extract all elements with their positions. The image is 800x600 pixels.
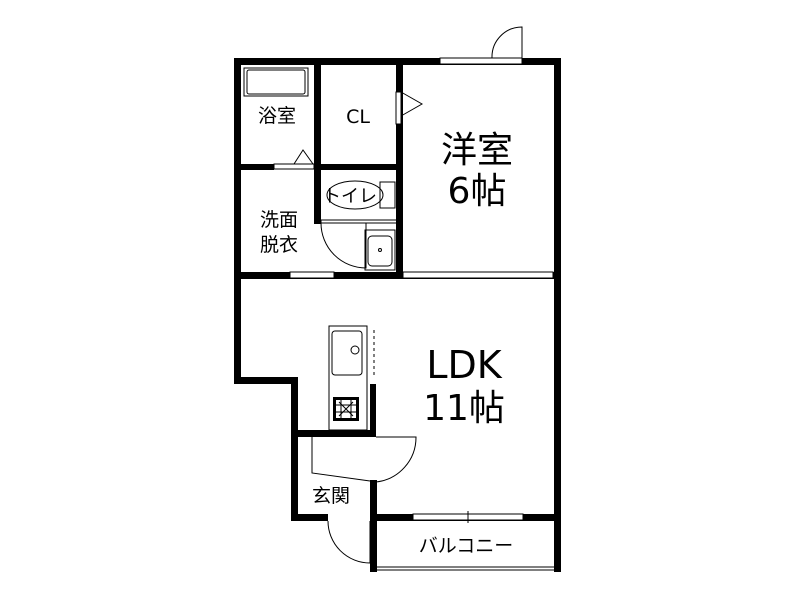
- toilet-fixture: [326, 180, 396, 210]
- washroom-label-line2: 脱衣: [260, 234, 298, 256]
- bathtub: [243, 67, 309, 97]
- bath-closet-divider: [314, 58, 321, 224]
- middle-wall: [234, 272, 560, 279]
- bath-bottom-wall: [234, 164, 274, 170]
- closet-door-swing: [400, 91, 424, 117]
- western-room-size: 6帖: [448, 171, 507, 212]
- bathroom-label: 浴室: [258, 105, 296, 127]
- balcony-door-swing: [491, 26, 523, 59]
- left-wall-upper: [234, 58, 241, 384]
- washbasin: [364, 229, 396, 271]
- washroom-door-opening[interactable]: [289, 271, 335, 279]
- bath-door-swing: [293, 149, 314, 165]
- ldk-size: 11帖: [423, 388, 505, 429]
- entrance-label: 玄関: [312, 485, 350, 507]
- western-door-opening[interactable]: [402, 271, 554, 279]
- left-wall-lower: [291, 377, 298, 520]
- closet-bottom-wall: [314, 164, 403, 170]
- kitchen-counter: [328, 325, 375, 431]
- entrance-top-wall: [291, 430, 376, 437]
- western-room-label: 洋室: [441, 130, 513, 171]
- left-step-wall: [234, 377, 298, 384]
- ldk-label: LDK: [426, 343, 502, 387]
- right-wall: [554, 58, 561, 572]
- entrance-right-wall: [370, 480, 377, 572]
- kitchen-wall: [370, 384, 376, 436]
- entrance-door-swing: [327, 520, 371, 564]
- closet-label: CL: [346, 106, 370, 128]
- balcony-label: バルコニー: [419, 535, 514, 557]
- entrance-step: [311, 437, 371, 482]
- closet-door-opening[interactable]: [395, 91, 402, 125]
- bath-door-opening[interactable]: [273, 163, 315, 170]
- washroom-label-line1: 洗面: [260, 209, 298, 231]
- toilet-door-swing: [320, 222, 367, 269]
- entrance-door-inner-swing: [375, 436, 417, 483]
- toilet-label: トイレ: [323, 186, 377, 207]
- western-window: [439, 57, 523, 65]
- walls: [234, 58, 561, 572]
- entrance-bottom-wall: [291, 514, 328, 521]
